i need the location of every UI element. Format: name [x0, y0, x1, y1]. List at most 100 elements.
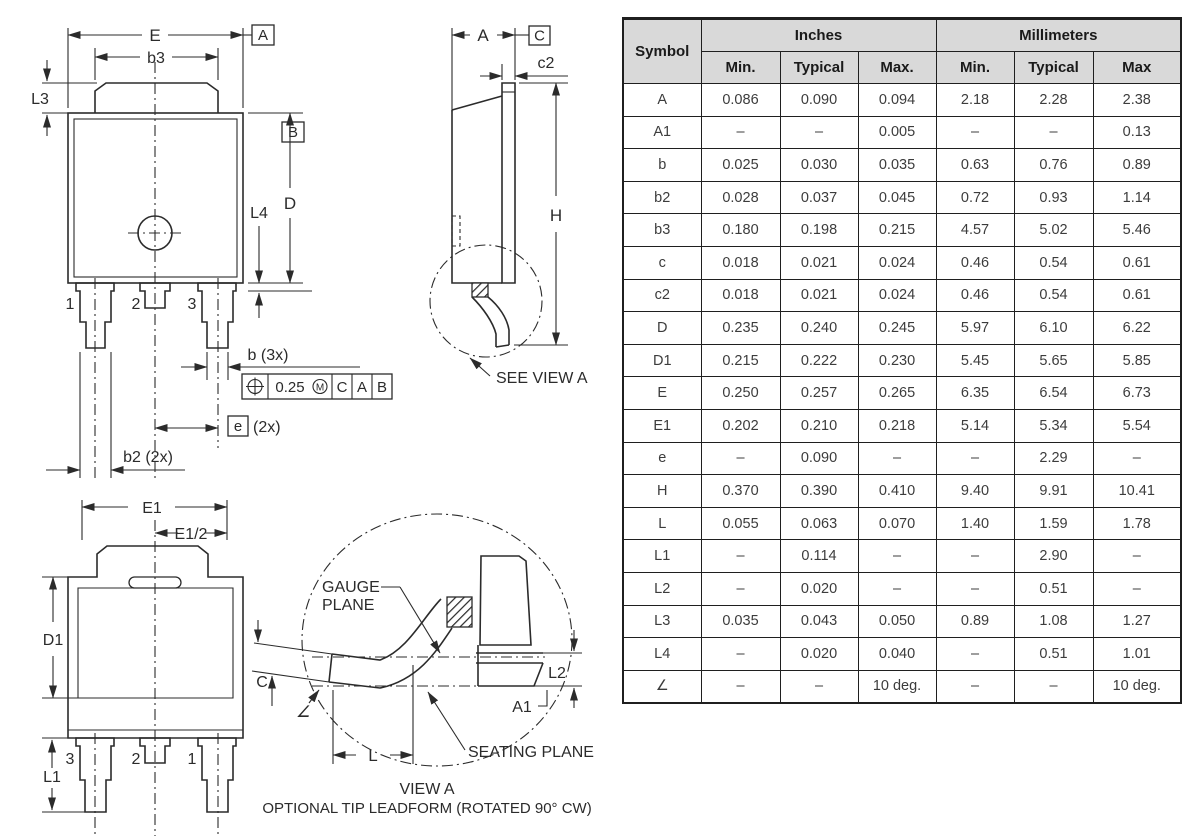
value-cell: 4.57	[935, 213, 1015, 247]
value-cell: –	[935, 637, 1015, 671]
value-cell: 0.063	[779, 506, 859, 541]
value-cell: 5.14	[935, 408, 1015, 443]
value-cell: 0.035	[857, 148, 937, 182]
dim-c-label: C	[256, 674, 268, 691]
dim-a1-label: A1	[512, 699, 532, 716]
value-cell: –	[935, 115, 1015, 150]
value-cell: 0.390	[779, 474, 859, 508]
value-cell: 1.01	[1092, 637, 1182, 671]
value-cell: 2.28	[1013, 83, 1094, 117]
value-cell: 1.27	[1092, 604, 1182, 639]
value-cell: 0.198	[779, 213, 859, 247]
symbol-cell: E	[622, 376, 702, 410]
symbol-cell: b	[622, 148, 702, 182]
value-cell: 1.78	[1092, 506, 1182, 541]
value-cell: –	[857, 539, 937, 573]
value-cell: 0.410	[857, 474, 937, 508]
value-cell: 0.257	[779, 376, 859, 410]
table-row: ∠––10 deg.––10 deg.	[622, 669, 1182, 704]
side-view: A C c2 H SEE VIEW A	[429, 25, 588, 387]
dim-e1-label: E1	[142, 500, 162, 517]
pin-2-label-back: 2	[132, 751, 141, 768]
dim-l3-label: L3	[31, 91, 49, 108]
value-cell: 0.72	[935, 180, 1015, 215]
value-cell: 0.54	[1013, 278, 1094, 313]
value-cell: 5.34	[1013, 408, 1094, 443]
value-cell: 0.018	[700, 278, 781, 313]
value-cell: 10 deg.	[857, 669, 937, 704]
value-cell: 0.024	[857, 278, 937, 313]
symbol-cell: D	[622, 311, 702, 345]
symbol-cell: e	[622, 441, 702, 476]
col-group-inches: Inches	[700, 18, 937, 52]
dim-l2-label: L2	[548, 665, 566, 682]
dim-a-label: A	[477, 26, 489, 45]
value-cell: 9.40	[935, 474, 1015, 508]
value-cell: 0.93	[1013, 180, 1094, 215]
value-cell: 0.020	[779, 571, 859, 606]
symbol-cell: c	[622, 245, 702, 280]
value-cell: 0.090	[779, 83, 859, 117]
value-cell: 0.028	[700, 180, 781, 215]
value-cell: –	[857, 441, 937, 476]
value-cell: 5.46	[1092, 213, 1182, 247]
symbol-cell: ∠	[622, 669, 702, 704]
value-cell: 0.043	[779, 604, 859, 639]
value-cell: 0.61	[1092, 278, 1182, 313]
dim-l4-label: L4	[250, 205, 268, 222]
fcf-datum-a: A	[357, 379, 367, 396]
datum-c-box: C	[515, 25, 551, 46]
fcf-datum-b: B	[377, 379, 387, 396]
value-cell: 0.094	[857, 83, 937, 117]
datum-b-box: B	[281, 121, 305, 143]
dim-e1-half-label: E1/2	[175, 526, 208, 543]
symbol-cell: D1	[622, 343, 702, 378]
position-tolerance-icon	[246, 377, 264, 396]
dim-angle-label: ∠	[296, 704, 310, 721]
value-cell: 2.90	[1013, 539, 1094, 573]
value-cell: 10.41	[1092, 474, 1182, 508]
col-header-mm-min: Min.	[935, 51, 1015, 84]
value-cell: 0.215	[700, 343, 781, 378]
value-cell: 6.35	[935, 376, 1015, 410]
value-cell: 0.370	[700, 474, 781, 508]
value-cell: 0.76	[1013, 148, 1094, 182]
value-cell: 0.070	[857, 506, 937, 541]
value-cell: 0.045	[857, 180, 937, 215]
value-cell: 0.210	[779, 408, 859, 443]
value-cell: 6.54	[1013, 376, 1094, 410]
value-cell: –	[700, 441, 781, 476]
value-cell: –	[935, 441, 1015, 476]
dim-e-count-label: (2x)	[253, 419, 281, 436]
value-cell: –	[1013, 669, 1094, 704]
svg-text:C: C	[534, 28, 545, 45]
value-cell: 0.13	[1092, 115, 1182, 150]
dim-c2-label: c2	[538, 55, 555, 72]
package-drawing: E A b3 L3 B D L4	[31, 24, 594, 836]
value-cell: 0.020	[779, 637, 859, 671]
value-cell: 0.005	[857, 115, 937, 150]
symbol-cell: A1	[622, 115, 702, 150]
value-cell: 0.055	[700, 506, 781, 541]
dim-d1-label: D1	[43, 632, 64, 649]
back-view: E1 E1/2 D1 3 2 1 L1	[42, 500, 244, 836]
pin-3-label-back: 3	[66, 751, 75, 768]
col-header-mm-typical: Typical	[1013, 51, 1094, 84]
dim-e-pitch-box: e	[227, 415, 249, 437]
value-cell: 5.85	[1092, 343, 1182, 378]
value-cell: 0.46	[935, 278, 1015, 313]
col-header-in-typical: Typical	[779, 51, 859, 84]
value-cell: –	[779, 669, 859, 704]
value-cell: 0.63	[935, 148, 1015, 182]
value-cell: 0.265	[857, 376, 937, 410]
value-cell: 1.40	[935, 506, 1015, 541]
pin-1-label: 1	[66, 296, 75, 313]
value-cell: 0.202	[700, 408, 781, 443]
value-cell: 0.021	[779, 245, 859, 280]
value-cell: 0.180	[700, 213, 781, 247]
